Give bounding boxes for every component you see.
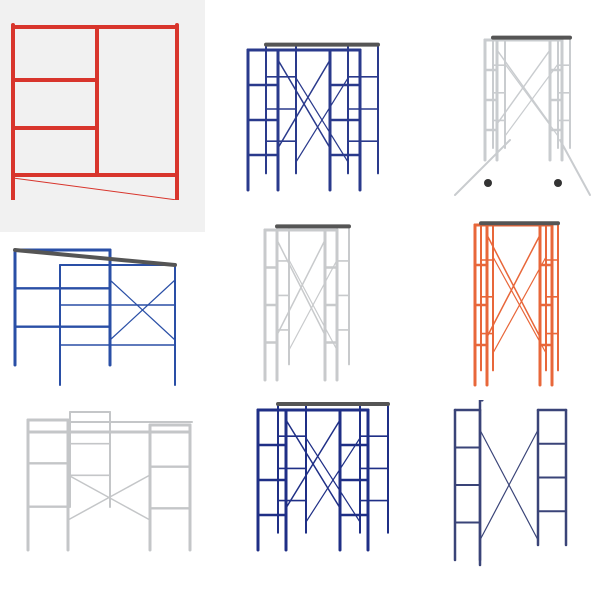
scaffold-photo-3 [400,0,600,200]
cross-brace [285,419,341,509]
caster-wheel [554,179,562,187]
frame-brace [12,177,178,200]
scaffold-photo-5 [200,200,400,400]
scaffold-photo-6 [400,200,600,400]
cross-brace [492,256,547,354]
rolling-scaffold-tower [454,35,591,196]
scaffold-photo-8 [200,400,400,600]
outrigger [559,139,591,196]
scaffold-photo-7 [0,400,200,600]
scaffold-photo-1 [0,0,200,200]
cross-brace [288,259,338,351]
white-walk-through-frame [26,411,193,552]
cross-brace [305,437,361,523]
blue-frame-with-platform [13,248,177,386]
cross-brace [295,77,349,163]
red-ladder-frame [11,23,179,200]
cross-brace [486,234,541,338]
cross-brace [496,49,551,125]
white-scaffold-tower [263,224,351,382]
scaffold-photo-9 [400,400,600,600]
outrigger [454,139,511,196]
cross-brace [276,239,326,336]
cross-brace [504,63,559,137]
cross-brace [109,279,176,341]
cross-brace [67,474,151,521]
orange-scaffold-tower [473,221,560,387]
scaffold-photo-2 [200,0,400,200]
photo-backdrop [0,0,205,232]
cross-brace [277,59,331,149]
scaffold-photo-4 [0,200,200,400]
walk-through-frame-pair [453,400,568,567]
platform-plank [13,248,177,267]
navy-scaffold-tower [256,402,390,552]
cross-brace [479,429,539,541]
caster-wheel [484,179,492,187]
blue-scaffold-tower [246,42,380,192]
